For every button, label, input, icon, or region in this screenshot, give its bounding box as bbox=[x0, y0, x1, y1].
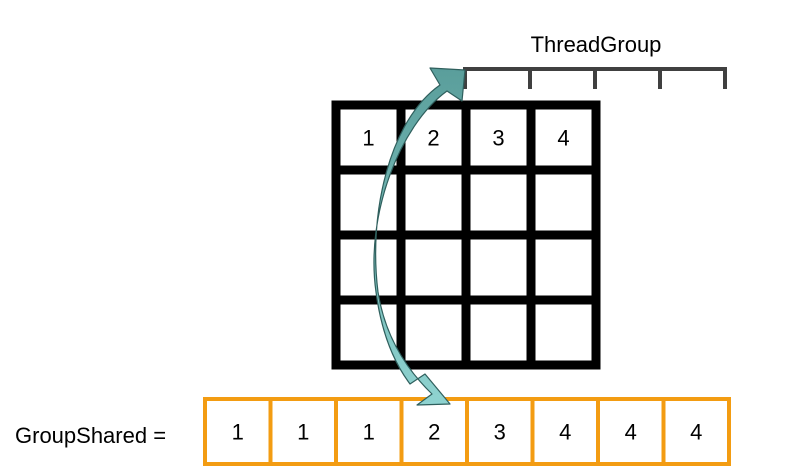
threadgroup-label: ThreadGroup bbox=[531, 32, 662, 57]
grid-cell bbox=[461, 165, 536, 240]
grid-cell-value: 2 bbox=[427, 126, 439, 151]
groupshared-cell-value: 3 bbox=[494, 420, 506, 445]
groupshared-array: 1 1 1 2 3 4 4 4 bbox=[203, 397, 731, 466]
grid-cell bbox=[331, 230, 406, 305]
grid-cell bbox=[526, 230, 601, 305]
thread-grid: 1 2 3 4 bbox=[331, 100, 601, 370]
grid-cell bbox=[526, 295, 601, 370]
groupshared-cell-value: 4 bbox=[559, 420, 571, 445]
groupshared-cell-value: 1 bbox=[363, 420, 375, 445]
curved-arrow-icon bbox=[373, 67, 466, 406]
grid-cell bbox=[396, 230, 471, 305]
grid-cell bbox=[461, 230, 536, 305]
groupshared-cell-value: 4 bbox=[625, 420, 637, 445]
bracket-icon bbox=[463, 67, 727, 89]
grid-cell bbox=[396, 165, 471, 240]
groupshared-cell-value: 2 bbox=[428, 420, 440, 445]
grid-cell-value: 1 bbox=[362, 126, 374, 151]
grid-cell bbox=[396, 295, 471, 370]
grid-cell-value: 3 bbox=[492, 126, 504, 151]
groupshared-cell-value: 1 bbox=[297, 420, 309, 445]
grid-cell-value: 4 bbox=[557, 126, 569, 151]
grid-cell bbox=[461, 295, 536, 370]
grid-cell bbox=[331, 165, 406, 240]
groupshared-cell-value: 4 bbox=[690, 420, 702, 445]
groupshared-cell-value: 1 bbox=[232, 420, 244, 445]
groupshared-label: GroupShared = bbox=[15, 423, 166, 448]
groupshared-cell bbox=[661, 397, 731, 466]
grid-cell bbox=[526, 165, 601, 240]
grid-cell bbox=[331, 295, 406, 370]
